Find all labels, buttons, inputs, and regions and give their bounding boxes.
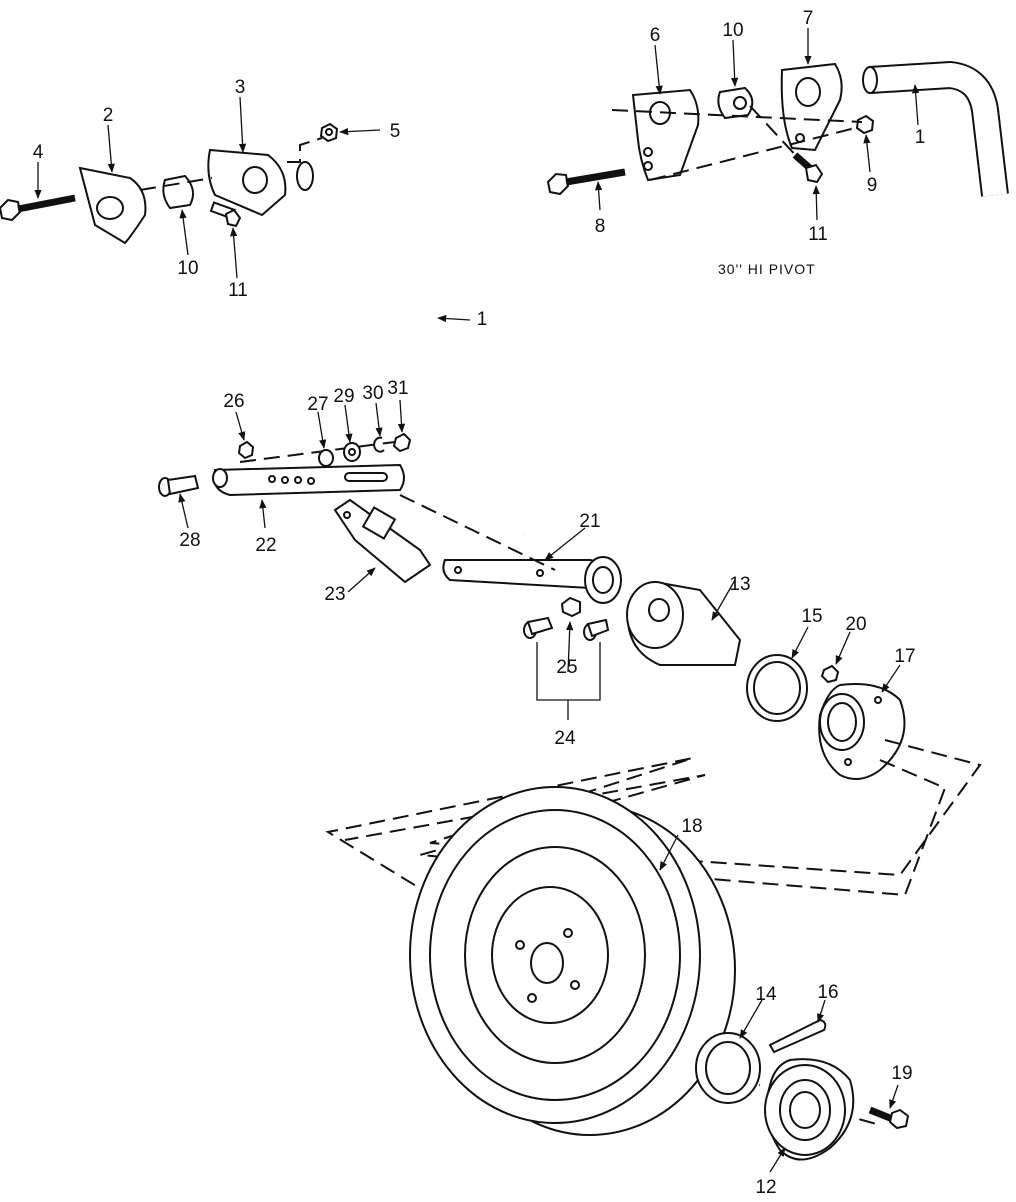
label-29: 29 [333, 386, 354, 407]
hi-pivot-inset [546, 60, 1009, 197]
label-19: 19 [891, 1063, 912, 1084]
bolt-19 [868, 1106, 910, 1130]
label-5: 5 [390, 121, 401, 142]
label-17: 17 [894, 646, 915, 667]
label-31: 31 [387, 378, 408, 399]
label-1-inset: 1 [915, 127, 926, 148]
fitting-20 [820, 664, 840, 684]
pivot-plate-7 [780, 62, 843, 152]
wheel-18 [409, 786, 736, 1136]
label-2: 2 [103, 105, 114, 126]
label-14: 14 [755, 984, 777, 1005]
label-15: 15 [801, 606, 822, 627]
bottom-hub-assembly [695, 1018, 910, 1161]
label-25: 25 [556, 657, 577, 678]
ring-30 [373, 436, 385, 453]
adjust-linkage [158, 432, 622, 641]
leader-lines [34, 28, 920, 1173]
nut-25 [560, 596, 581, 618]
bolt-4 [0, 194, 76, 222]
spindle-hub-assembly [626, 580, 906, 780]
part-labels: 4 2 3 5 10 11 1 6 10 7 1 8 9 11 30'' HI … [33, 8, 926, 1198]
caster-arm [296, 145, 534, 544]
label-27: 27 [307, 394, 328, 415]
bushing-10-inset [717, 86, 754, 120]
label-30: 30 [362, 383, 383, 404]
label-18: 18 [681, 816, 702, 837]
label-9: 9 [867, 175, 878, 196]
label-21: 21 [579, 511, 600, 532]
nut-31 [392, 432, 412, 453]
label-3: 3 [235, 77, 246, 98]
bolt-24-right [583, 618, 610, 641]
label-10-inset: 10 [722, 20, 743, 41]
label-13: 13 [729, 574, 750, 595]
nut-9 [855, 114, 875, 135]
label-24: 24 [554, 728, 576, 749]
label-7: 7 [803, 8, 814, 29]
label-23: 23 [324, 584, 345, 605]
left-pivot-assembly [0, 122, 339, 245]
pin-16 [768, 1018, 827, 1054]
handle-23 [333, 498, 432, 584]
label-26: 26 [223, 391, 244, 412]
label-1: 1 [477, 309, 488, 330]
label-28: 28 [179, 530, 200, 551]
nut-26 [237, 440, 255, 460]
link-21 [442, 556, 622, 604]
washer-29 [343, 442, 361, 462]
bolt-11 [209, 201, 242, 228]
seal-15 [746, 654, 808, 722]
bushing-10 [162, 174, 195, 210]
label-8: 8 [595, 216, 606, 237]
bolt-8 [546, 168, 626, 196]
label-11-inset: 11 [808, 224, 828, 245]
label-6: 6 [650, 25, 661, 46]
bolt-24-left [523, 616, 554, 639]
label-22: 22 [255, 535, 276, 556]
nut-5 [319, 122, 339, 143]
label-20: 20 [845, 614, 866, 635]
label-16: 16 [817, 982, 838, 1003]
bolt-11-inset [792, 152, 824, 184]
label-12: 12 [755, 1177, 776, 1198]
bolt-28 [158, 474, 200, 497]
label-10: 10 [177, 258, 198, 279]
washer-27 [318, 449, 334, 467]
label-11: 11 [228, 280, 248, 301]
inset-caption: 30'' HI PIVOT [718, 261, 816, 277]
label-4: 4 [33, 142, 44, 163]
